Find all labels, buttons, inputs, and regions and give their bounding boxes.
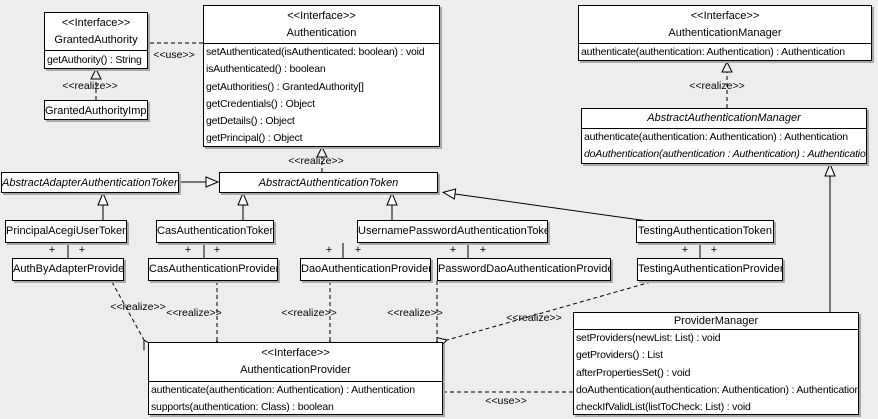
assoc-plus: + [681,244,689,256]
class-name: AbstractAuthenticationManager [647,112,801,124]
class-name: ProviderManager [673,315,759,327]
method-row: authenticate(authentication: Authenticat… [584,131,848,143]
method-row: getAuthorities() : GrantedAuthority[] [206,80,364,93]
method-row: supports(authentication: Class) : boolea… [151,401,334,414]
class-granted-authority: <<Interface>> GrantedAuthority getAuthor… [44,12,148,69]
edge-testingprovider-realizes-provider [447,281,652,340]
class-auth-by-adapter-provider: AuthByAdapterProvider [12,258,124,281]
realize-label: <<realize>> [387,307,443,319]
assoc-plus: + [325,244,333,256]
stereotype-label: <<Interface>> [287,10,356,22]
class-authentication-manager: <<Interface>> AuthenticationManager auth… [578,5,872,61]
class-name: AuthByAdapterProvider [13,263,123,275]
realize-label: <<realize>> [62,80,118,92]
class-name: CasAuthenticationProvider [149,263,277,275]
realize-label: <<realize>> [110,301,166,313]
method-row: getCredentials() : Object [206,97,315,110]
assoc-plus: + [213,244,221,256]
realize-label: <<realize>> [506,312,562,324]
class-abstract-authentication-manager: AbstractAuthenticationManager authentica… [581,108,867,164]
class-name: AbstractAdapterAuthenticationToken [2,177,178,189]
use-label: <<use>> [153,49,195,61]
method-row: getDetails() : Object [206,115,295,128]
class-name: UsernamePasswordAuthenticationToken [358,225,547,237]
assoc-plus: + [48,244,56,256]
class-name: PrincipalAcegiUserToken [6,225,126,237]
method-row: checkIfValidList(listToCheck: List) : vo… [576,401,751,414]
class-password-dao-authentication-provider: PasswordDaoAuthenticationProvider [437,258,611,281]
class-provider-manager: ProviderManager setProviders(newList: Li… [573,312,859,415]
class-principal-acegi-user-token: PrincipalAcegiUserToken [5,220,127,243]
class-abstract-adapter-authentication-token: AbstractAdapterAuthenticationToken [1,172,179,193]
stereotype-label: <<Interface>> [61,17,131,29]
class-name: TestingAuthenticationToken [638,225,772,237]
stereotype-label: <<Interface>> [690,10,760,22]
method-row: setProviders(newList: List) : void [576,332,721,344]
realize-label: <<realize>> [281,307,337,319]
method-row: doAuthentication(authentication: Authent… [576,383,858,396]
class-username-password-authentication-token: UsernamePasswordAuthenticationToken [357,220,548,243]
class-testing-authentication-provider: TestingAuthenticationProvider [637,258,783,281]
method-row: getPrincipal() : Object [206,132,303,145]
use-label: <<use>> [485,395,527,407]
method-row: authenticate(authentication: Authenticat… [581,46,845,58]
class-name: AuthenticationProvider [240,364,351,376]
class-cas-authentication-token: CasAuthenticationToken [156,220,274,243]
stereotype-label: <<Interface>> [261,347,330,359]
class-name: AuthenticationManager [668,27,782,39]
method-row: authenticate(authentication: Authenticat… [151,384,415,396]
method-row: isAuthenticated() : boolean [206,63,326,76]
method-row: setAuthenticated(isAuthenticated: boolea… [206,46,425,58]
class-name: Authentication [286,27,357,39]
assoc-plus: + [479,244,487,256]
realize-label: <<realize>> [166,307,222,319]
class-testing-authentication-token: TestingAuthenticationToken [636,220,774,243]
assoc-plus: + [449,244,457,256]
class-name: AbstractAuthenticationToken [258,177,399,189]
realize-label: <<realize>> [689,80,745,92]
class-granted-authority-impl: GrantedAuthorityImpl [44,100,148,120]
assoc-plus: + [354,244,362,256]
method-row: getAuthority() : String [47,54,142,66]
class-authentication-provider: <<Interface>> AuthenticationProvider aut… [148,342,443,415]
class-name: DaoAuthenticationProvider [301,263,430,275]
assoc-plus: + [184,244,192,256]
class-name: GrantedAuthorityImpl [45,105,147,117]
assoc-plus: + [78,244,86,256]
class-name: GrantedAuthority [54,34,138,46]
method-row: getProviders() : List [576,349,663,362]
class-authentication: <<Interface>> Authentication setAuthenti… [203,5,440,147]
class-abstract-authentication-token: AbstractAuthenticationToken [219,172,438,193]
class-name: TestingAuthenticationProvider [638,263,782,275]
assoc-plus: + [710,244,718,256]
class-cas-authentication-provider: CasAuthenticationProvider [148,258,278,281]
method-row: afterPropertiesSet() : void [576,366,691,379]
class-name: CasAuthenticationToken [157,225,273,237]
edge-testing-extends-token [455,194,649,222]
method-row: doAuthentication(authentication : Authen… [584,148,866,161]
class-dao-authentication-provider: DaoAuthenticationProvider [300,258,431,281]
realize-label: <<realize>> [288,155,344,167]
class-name: PasswordDaoAuthenticationProvider [438,263,610,275]
